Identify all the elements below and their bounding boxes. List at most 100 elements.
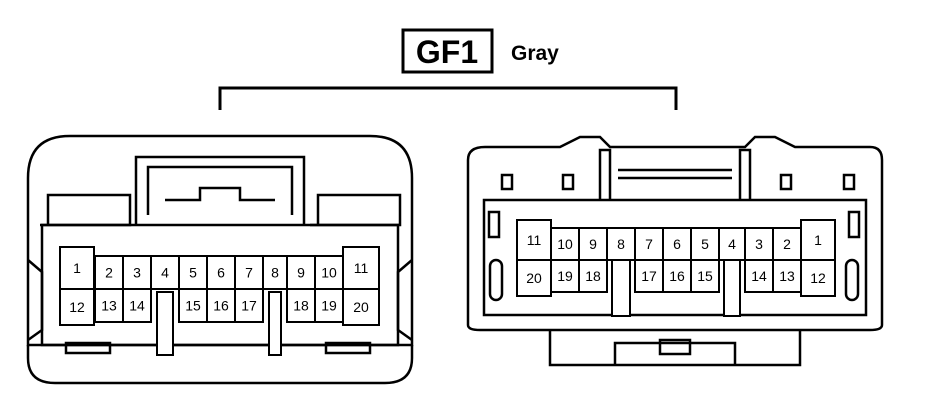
left-pin-top-10-label: 11 [354,260,369,276]
right-pin-top-9-label: 2 [783,236,791,252]
guide-left [598,148,612,200]
right-pin-bottom-3-cavity [634,259,664,293]
view-bracket [218,86,678,110]
connector-color: Gray [511,42,559,65]
right-pin-bottom-0-label: 20 [526,270,542,286]
right-pin-bottom-2-cavity [578,259,608,293]
left-housing-bottom [26,345,414,385]
right-pin-bottom-5-label: 15 [697,268,713,284]
right-pin-bottom-6-label: 14 [751,268,767,284]
right-pin-top-0-label: 11 [527,232,542,248]
guide-rails [618,168,732,180]
right-pin-field [482,198,868,317]
left-pin-top-0-label: 1 [73,260,81,276]
right-pin-top-1-label: 10 [557,236,573,252]
left-pin-bottom-3-label: 15 [185,298,201,314]
right-bottom-key [658,338,692,356]
guide-right [738,148,752,200]
left-side-notch [27,259,44,342]
lock-frame-outer [134,155,306,225]
right-pin-top-7-label: 4 [728,236,736,252]
right-pin-bottom-8-cavity [800,259,836,297]
right-bottom-tab [613,341,737,365]
right-pin-top-3-label: 8 [617,236,625,252]
right-pin-top-8-label: 3 [755,236,763,252]
right-pin-top-6-cavity [690,227,720,261]
left-pin-top-0-cavity [59,246,95,290]
slot-3 [779,173,793,191]
right-pin-bottom-8-label: 12 [810,270,826,286]
left-pin-bottom-2-label: 14 [129,298,145,314]
right-side-notch [396,259,413,342]
right-pin-bottom-3-label: 17 [641,268,657,284]
left-pin-bottom-5-cavity [234,288,264,323]
slot-1 [500,173,514,191]
left-pin-bottom-0-label: 12 [69,299,85,315]
side-slot-left [487,210,501,239]
left-pin-top-3-label: 4 [161,265,169,281]
left-pin-bottom-4-cavity [206,288,236,323]
left-pin-top-7-label: 8 [271,265,279,281]
left-key-gap-0 [156,291,174,356]
oval-left [488,258,504,302]
left-pin-bottom-4-label: 16 [213,298,229,314]
right-pin-top-5-label: 6 [673,236,681,252]
left-pin-bottom-8-cavity [342,288,380,326]
left-pin-top-4-label: 5 [189,265,197,281]
right-key-gap-0 [611,259,631,317]
right-pin-bottom-5-cavity [690,259,720,293]
left-pin-bottom-8-label: 20 [353,299,369,315]
left-pin-bottom-5-label: 17 [241,298,257,314]
left-foot-left [64,341,112,355]
left-pin-top-9-label: 10 [321,265,337,281]
right-pin-bottom-7-label: 13 [779,268,795,284]
right-pin-top-4-label: 7 [645,236,653,252]
lock-frame-inner [146,165,294,215]
left-latch [40,193,132,227]
left-pin-top-1-label: 2 [105,265,113,281]
right-pin-bottom-0-cavity [516,259,552,297]
left-pin-bottom-7-cavity [314,288,344,323]
left-pin-top-2-label: 3 [133,265,141,281]
right-pin-bottom-4-label: 16 [669,268,685,284]
right-housing-outline [466,135,884,332]
left-key-gap-1 [268,291,282,356]
left-connector [26,134,414,385]
right-housing-bottom [548,330,802,367]
right-pin-top-6-label: 5 [701,236,709,252]
right-pin-bottom-6-cavity [744,259,774,293]
right-pin-bottom-1-label: 19 [557,268,573,284]
left-pin-field [40,223,400,347]
left-pin-top-6-label: 7 [245,265,253,281]
right-key-gap-1 [723,259,741,317]
left-pin-top-8-label: 9 [297,265,305,281]
left-pin-bottom-0-cavity [59,288,95,326]
right-pin-bottom-1-cavity [550,259,580,293]
right-pin-top-2-label: 9 [589,236,597,252]
left-pin-bottom-1-cavity [94,288,124,323]
connector-code: GF1 [416,34,478,70]
right-connector [466,135,884,367]
left-pin-top-10-cavity [342,246,380,290]
right-pin-top-10-label: 1 [814,232,822,248]
left-foot-right [324,341,372,355]
left-pin-bottom-2-cavity [122,288,152,323]
right-latch [310,193,402,227]
left-pin-bottom-1-label: 13 [101,298,117,314]
left-pin-top-5-label: 6 [217,265,225,281]
left-pin-top-7-cavity [262,255,288,290]
slot-2 [561,173,575,191]
left-pin-bottom-7-label: 19 [321,298,337,314]
left-pin-top-1-cavity [94,255,124,290]
lock-tab [165,186,275,202]
left-pin-bottom-6-cavity [286,288,316,323]
side-slot-right [847,210,861,239]
connector-code-box [401,28,494,74]
slot-4 [842,173,856,191]
left-pin-bottom-6-label: 18 [293,298,309,314]
right-pin-bottom-2-label: 18 [585,268,601,284]
oval-right [844,258,860,302]
